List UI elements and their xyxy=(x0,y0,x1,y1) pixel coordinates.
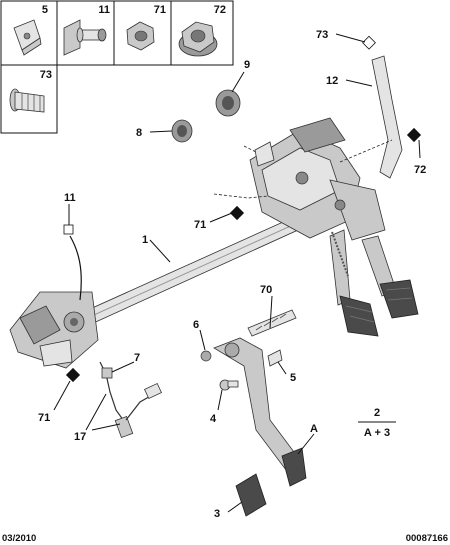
marker-11 xyxy=(63,224,74,235)
inset-nut-71 xyxy=(126,21,155,51)
callout-9: 9 xyxy=(244,59,250,71)
bushing-8 xyxy=(171,119,193,143)
leader-lines xyxy=(53,33,421,513)
callout-71-bottom: 71 xyxy=(38,412,50,424)
parts-inset-grid: 5 11 71 72 73 xyxy=(0,0,234,134)
callout-labels: 73 12 72 9 8 11 71 1 70 6 7 5 4 71 17 A … xyxy=(38,29,426,520)
callout-71-top: 71 xyxy=(194,219,206,231)
callout-72: 72 xyxy=(414,164,426,176)
callout-8: 8 xyxy=(136,127,142,139)
marker-72 xyxy=(406,127,422,143)
clip-6 xyxy=(200,350,212,362)
marker-71-top xyxy=(229,205,245,221)
pedal-pad-3 xyxy=(235,473,267,517)
inset-label-11: 11 xyxy=(98,4,110,16)
bushing-9 xyxy=(215,89,241,117)
inset-label-5: 5 xyxy=(42,4,48,16)
inset-clip-part xyxy=(13,19,42,56)
inset-pin-part xyxy=(63,19,107,56)
inset-stud-73 xyxy=(9,88,45,113)
inset-flange-nut-72 xyxy=(178,21,218,57)
inset-label-71: 71 xyxy=(154,4,166,16)
clip-5 xyxy=(267,349,283,367)
marker-73 xyxy=(362,35,376,50)
pedal-box-housing xyxy=(249,117,386,241)
bracket-12 xyxy=(371,55,403,179)
callout-7: 7 xyxy=(134,352,140,364)
legend-bottom: A + 3 xyxy=(364,427,390,439)
left-bracket xyxy=(9,291,99,369)
footer: 03/2010 00087166 xyxy=(2,533,448,544)
callout-12: 12 xyxy=(326,75,338,87)
cable-11 xyxy=(69,235,82,301)
callout-5: 5 xyxy=(290,372,296,384)
pedal-box-drawing xyxy=(9,35,422,517)
callout-1: 1 xyxy=(142,234,148,246)
clutch-brake-pedals xyxy=(329,229,419,337)
legend-top: 2 xyxy=(374,407,380,419)
callout-70: 70 xyxy=(260,284,272,296)
inset-label-73: 73 xyxy=(40,69,52,81)
inset-label-72: 72 xyxy=(214,4,226,16)
callout-11: 11 xyxy=(64,192,76,204)
callout-A: A xyxy=(310,423,318,435)
marker-71-bottom xyxy=(65,367,81,383)
accelerator-pedal xyxy=(213,309,307,517)
footer-date: 03/2010 xyxy=(2,533,36,544)
bolt-4 xyxy=(219,379,239,391)
callout-6: 6 xyxy=(193,319,199,331)
sensor-harness xyxy=(99,361,162,439)
footer-code: 00087166 xyxy=(406,533,448,544)
callout-3: 3 xyxy=(214,508,220,520)
callout-17: 17 xyxy=(74,431,86,443)
assembly-legend: 2 A + 3 xyxy=(364,407,390,439)
callout-4: 4 xyxy=(210,413,217,425)
callout-73: 73 xyxy=(316,29,328,41)
